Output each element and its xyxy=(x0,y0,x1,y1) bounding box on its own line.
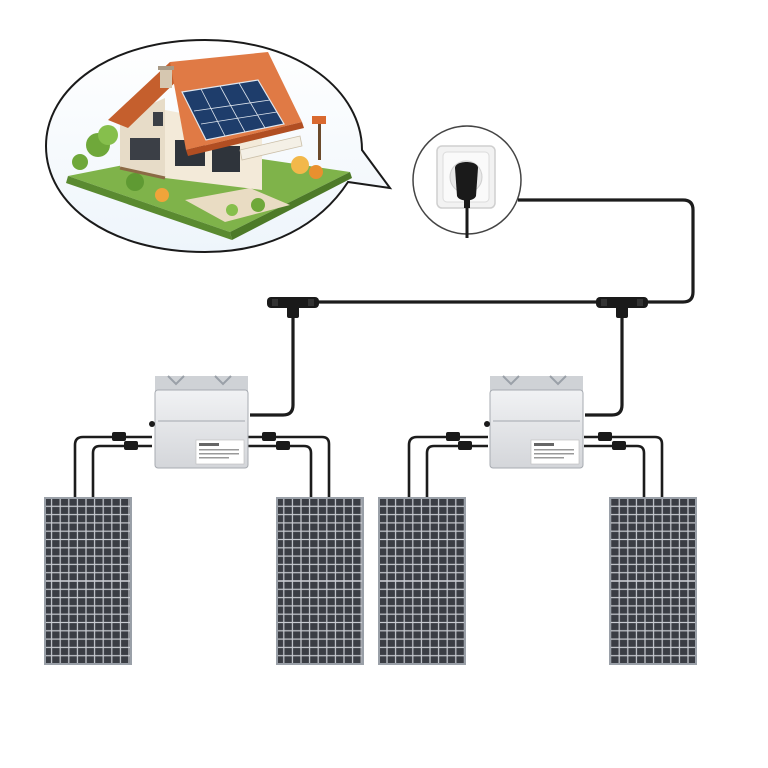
ac-trunk-cable xyxy=(250,198,695,417)
mc4-connectors xyxy=(112,432,626,450)
t-connector-right xyxy=(596,297,648,318)
dc-cables-left xyxy=(73,435,331,498)
panel-4 xyxy=(609,497,697,665)
dc-cables-right xyxy=(407,435,664,498)
inverter-left xyxy=(149,375,249,469)
inverter-right xyxy=(484,375,584,469)
panel-2 xyxy=(276,497,364,665)
panel-3 xyxy=(378,497,466,665)
t-connector-left xyxy=(267,297,319,318)
house-with-solar-roof-icon xyxy=(66,52,352,240)
panel-1 xyxy=(44,497,132,665)
wall-socket-with-plug-icon xyxy=(412,125,522,238)
